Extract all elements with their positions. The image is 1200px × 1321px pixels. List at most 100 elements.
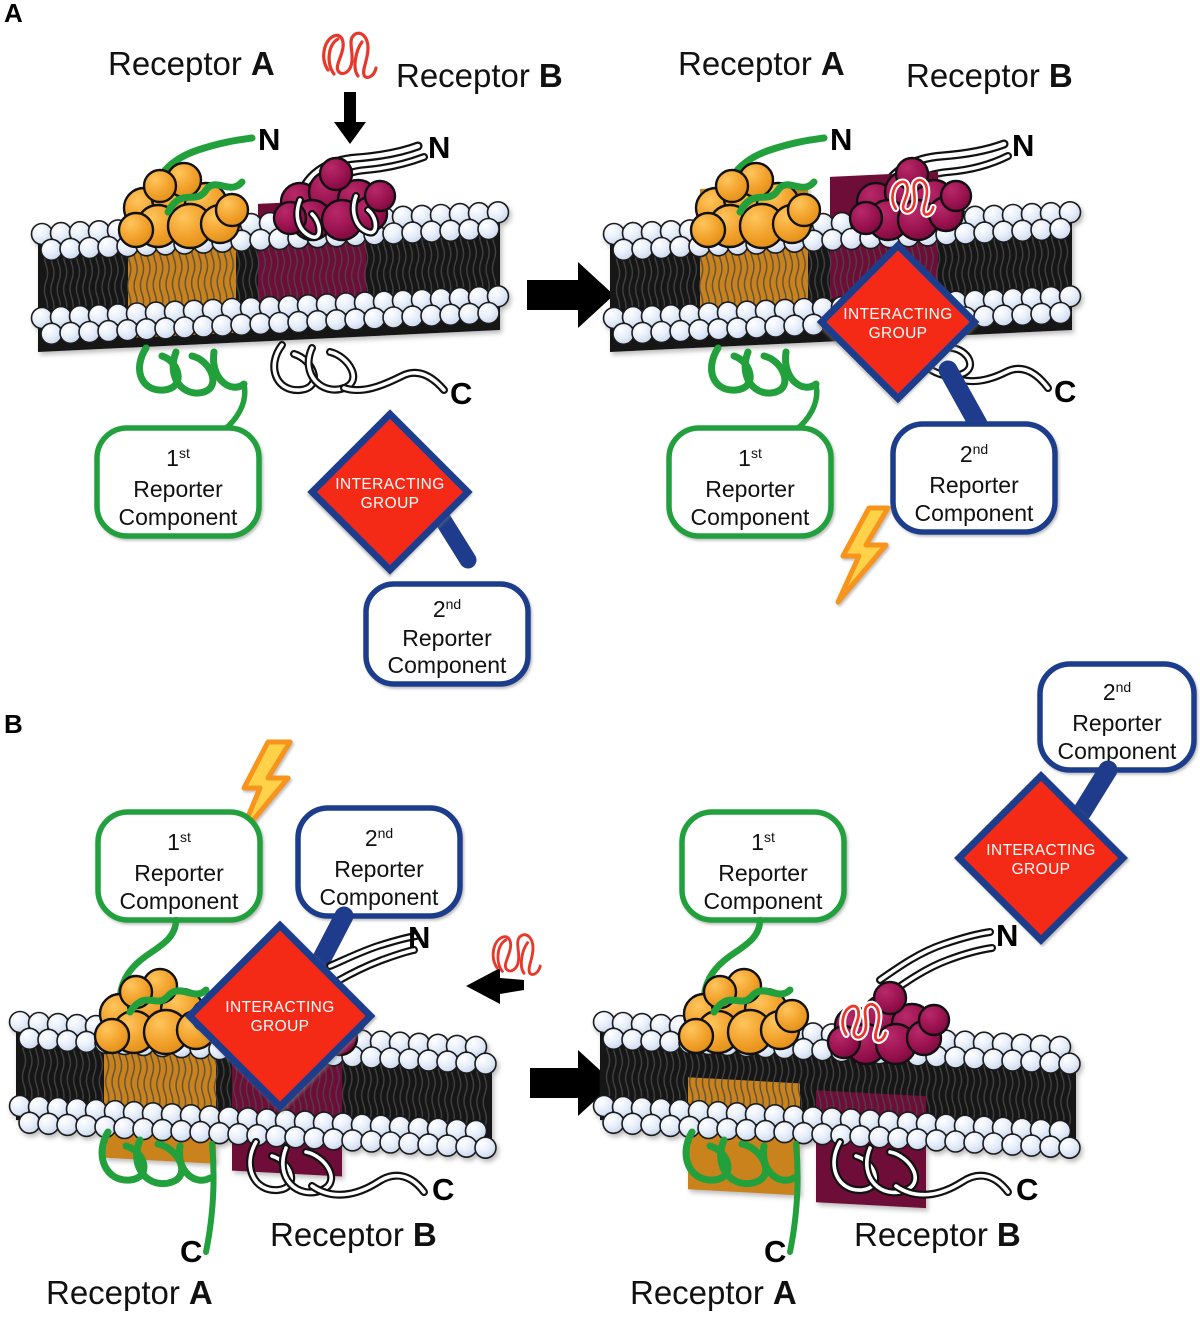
reporter-component-2-box-b1[interactable]: 2nd Reporter Component bbox=[295, 805, 463, 919]
reporter2-line2-b1: Component bbox=[320, 884, 440, 910]
ligand-squiggle-free-b1 bbox=[491, 933, 542, 976]
interacting-group-diamond-b1[interactable]: INTERACTING GROUP bbox=[184, 920, 376, 1112]
reporter-component-1-box-b2[interactable]: 1st Reporter Component bbox=[679, 809, 847, 923]
reporter-component-2-box[interactable]: 2nd Reporter Component bbox=[363, 581, 531, 687]
panel-b-left-state: 1st Reporter Component 2nd Reporter Comp… bbox=[8, 739, 542, 1311]
lipid-bilayer-membrane-b2 bbox=[592, 1010, 1081, 1209]
reporter2-line1-b2: Reporter bbox=[1072, 710, 1162, 736]
receptor-a-intracellular-loops-2 bbox=[708, 344, 820, 397]
panel-a-transition-arrow bbox=[527, 262, 614, 328]
interacting-group-assembly-detached: 2nd Reporter Component INTERACTING GROUP bbox=[954, 661, 1197, 945]
panel-b-right-state: 1st Reporter Component 2nd Reporter Comp… bbox=[592, 661, 1197, 1311]
reporter-component-1-box-2[interactable]: 1st Reporter Component bbox=[666, 425, 834, 539]
n-terminus-label-a-2: N bbox=[830, 122, 852, 157]
interacting-group-line1-b1: INTERACTING bbox=[225, 999, 334, 1016]
c-terminus-label-a-b1: C bbox=[180, 1234, 202, 1269]
interacting-group-line2-b2: GROUP bbox=[1012, 861, 1071, 878]
reporter1-line1-b2: Reporter bbox=[718, 860, 808, 886]
interacting-group-line2-b1: GROUP bbox=[251, 1018, 310, 1035]
c-terminus-tail-a-b1 bbox=[203, 1141, 217, 1255]
reporter1-line2-2: Component bbox=[691, 504, 811, 530]
signal-lightning-icon-b bbox=[237, 739, 293, 839]
panel-letter-a: A bbox=[4, 0, 23, 28]
interacting-group-line2-2: GROUP bbox=[869, 325, 928, 342]
reporter1-ordinal-2: 1st bbox=[738, 445, 762, 471]
receptor-a-intracellular-loops-b1 bbox=[98, 1128, 214, 1188]
reporter1-line2-b1: Component bbox=[120, 888, 240, 914]
interacting-group-line2: GROUP bbox=[361, 495, 420, 512]
reporter2-line2: Component bbox=[388, 652, 508, 678]
interacting-group-diamond-b2[interactable]: INTERACTING GROUP bbox=[954, 771, 1128, 945]
n-terminus-tail-b-b1 bbox=[326, 932, 420, 986]
interacting-group-assembly-unbound: INTERACTING GROUP 2nd Reporter Component bbox=[307, 409, 531, 687]
reporter2-ordinal: 2nd bbox=[433, 596, 461, 622]
reporter1-line2: Component bbox=[119, 504, 239, 530]
interacting-group-diamond[interactable]: INTERACTING GROUP bbox=[307, 409, 473, 575]
interacting-group-diamond-2[interactable]: INTERACTING GROUP bbox=[816, 240, 980, 404]
receptor-b-extracellular-domain-b2 bbox=[826, 980, 951, 1066]
receptor-b-intracellular-loops bbox=[270, 341, 448, 395]
n-terminus-label-b: N bbox=[428, 130, 450, 165]
c-terminus-label-a-b2: C bbox=[764, 1234, 786, 1269]
receptor-a-thread-b2 bbox=[710, 986, 794, 1016]
reporter1-line1-2: Reporter bbox=[705, 476, 795, 502]
signal-lightning-icon bbox=[835, 505, 891, 605]
receptor-a-thread-b1 bbox=[126, 986, 210, 1016]
reporter-component-1-box[interactable]: 1st Reporter Component bbox=[94, 425, 262, 539]
n-terminus-label-b-b2: N bbox=[996, 918, 1018, 953]
c-terminus-label-b-2: C bbox=[1054, 374, 1076, 409]
reporter2-line2-2: Component bbox=[915, 500, 1035, 526]
competition-arrow-left bbox=[466, 968, 524, 1004]
reporter1-line2-b2: Component bbox=[704, 888, 824, 914]
reporter1-ordinal-b2: 1st bbox=[751, 829, 775, 855]
reporter2-ordinal-b2: 2nd bbox=[1103, 679, 1131, 705]
reporter2-linker-2 bbox=[938, 360, 988, 434]
receptor-a-thread bbox=[164, 178, 246, 216]
binding-arrow-down bbox=[334, 92, 366, 144]
interacting-group-assembly-bound: INTERACTING GROUP 2nd Reporter Component bbox=[816, 240, 1058, 535]
panel-b-transition-arrow bbox=[530, 1050, 614, 1116]
reporter1-line1-b1: Reporter bbox=[134, 860, 224, 886]
reporter2-line1-b1: Reporter bbox=[334, 856, 424, 882]
receptor-a-intracellular-loops-b2 bbox=[682, 1128, 798, 1188]
reporter2-line1: Reporter bbox=[402, 625, 492, 651]
panel-letter-b: B bbox=[4, 709, 23, 739]
reporter-component-2-box-b2[interactable]: 2nd Reporter Component bbox=[1037, 661, 1197, 773]
c-terminus-label-b: C bbox=[450, 376, 472, 411]
reporter1-line1: Reporter bbox=[133, 476, 223, 502]
c-terminus-label-b-b1: C bbox=[432, 1172, 454, 1207]
c-terminus-tail-a-b2 bbox=[787, 1141, 801, 1255]
n-terminus-label-a: N bbox=[258, 122, 280, 157]
reporter-component-1-box-b1[interactable]: 1st Reporter Component bbox=[95, 809, 263, 923]
reporter2-ordinal-2: 2nd bbox=[960, 441, 988, 467]
reporter2-linker-b2 bbox=[1072, 760, 1118, 822]
receptor-a-thread-2 bbox=[736, 178, 818, 216]
reporter2-line2-b2: Component bbox=[1058, 738, 1178, 764]
ligand-squiggle-bound bbox=[889, 176, 937, 218]
reporter1-ordinal-b1: 1st bbox=[167, 829, 191, 855]
reporter1-ordinal: 1st bbox=[166, 445, 190, 471]
receptor-a-intracellular-loops bbox=[136, 344, 248, 397]
reporter2-line1-2: Reporter bbox=[929, 472, 1019, 498]
interacting-group-line1-2: INTERACTING bbox=[843, 306, 952, 323]
ligand-squiggle-bound-b2 bbox=[839, 1000, 890, 1044]
reporter2-linker-b1 bbox=[308, 906, 354, 976]
n-terminus-label-b-2: N bbox=[1012, 128, 1034, 163]
c-terminus-label-b-b2: C bbox=[1016, 1172, 1038, 1207]
lipid-bilayer-membrane bbox=[30, 198, 510, 352]
n-terminus-label-b-b1: N bbox=[408, 920, 430, 955]
receptor-a-extracellular-domain-b2 bbox=[677, 967, 810, 1056]
receptor-b-intracellular-loops-b1 bbox=[246, 1138, 428, 1199]
reporter-component-2-box-2[interactable]: 2nd Reporter Component bbox=[890, 421, 1058, 535]
receptor-a-extracellular-domain-2 bbox=[689, 161, 822, 250]
